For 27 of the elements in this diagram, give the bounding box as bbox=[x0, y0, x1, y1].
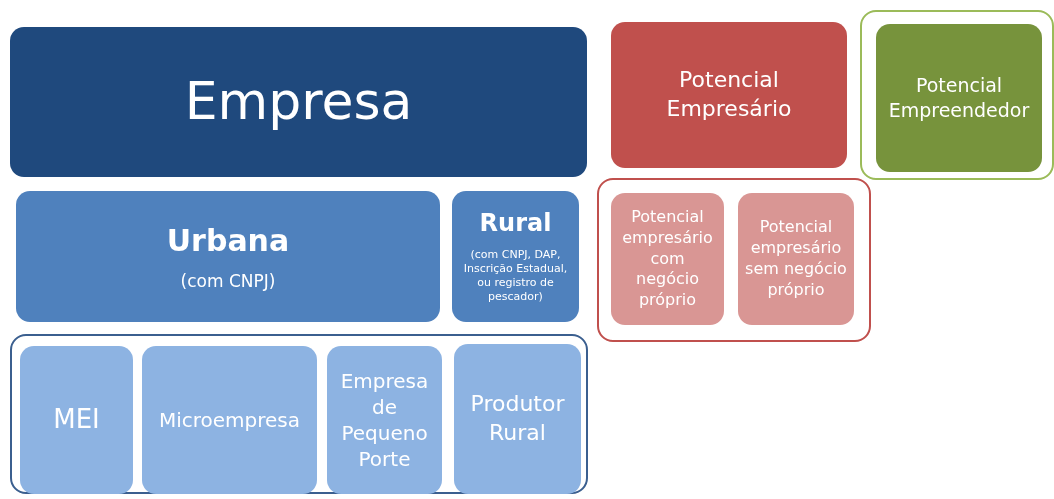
category-box bbox=[738, 193, 854, 325]
category-box bbox=[20, 346, 133, 494]
box-heading: Potencial Empreendedor bbox=[887, 73, 1031, 123]
category-box bbox=[142, 346, 317, 494]
outline-frame bbox=[860, 10, 1054, 180]
category-box bbox=[611, 22, 847, 168]
category-box bbox=[876, 24, 1042, 172]
category-box bbox=[452, 191, 579, 322]
box-heading: Urbana bbox=[165, 221, 291, 260]
category-box bbox=[10, 27, 587, 177]
box-heading: MEI bbox=[52, 403, 101, 437]
category-box bbox=[454, 344, 581, 494]
category-box bbox=[16, 191, 440, 322]
category-box bbox=[327, 346, 442, 494]
box-note: (com CNPJ) bbox=[179, 269, 277, 293]
box-heading: Potencial empresário sem negócio próprio bbox=[744, 217, 848, 301]
box-heading: Produtor Rural bbox=[469, 390, 566, 447]
outline-frame bbox=[10, 334, 588, 494]
box-heading: Potencial Empresário bbox=[665, 66, 793, 123]
box-heading: Microempresa bbox=[157, 407, 302, 433]
box-note: (com CNPJ, DAP, Inscrição Estadual, ou registro de pescador) bbox=[462, 247, 569, 305]
box-heading: Potencial empresário com negócio próprio bbox=[621, 207, 714, 311]
box-heading: Empresa bbox=[183, 70, 414, 134]
box-heading: Empresa de Pequeno Porte bbox=[339, 368, 430, 472]
category-box bbox=[611, 193, 724, 325]
box-heading: Rural bbox=[478, 208, 553, 240]
outline-frame bbox=[597, 178, 871, 342]
